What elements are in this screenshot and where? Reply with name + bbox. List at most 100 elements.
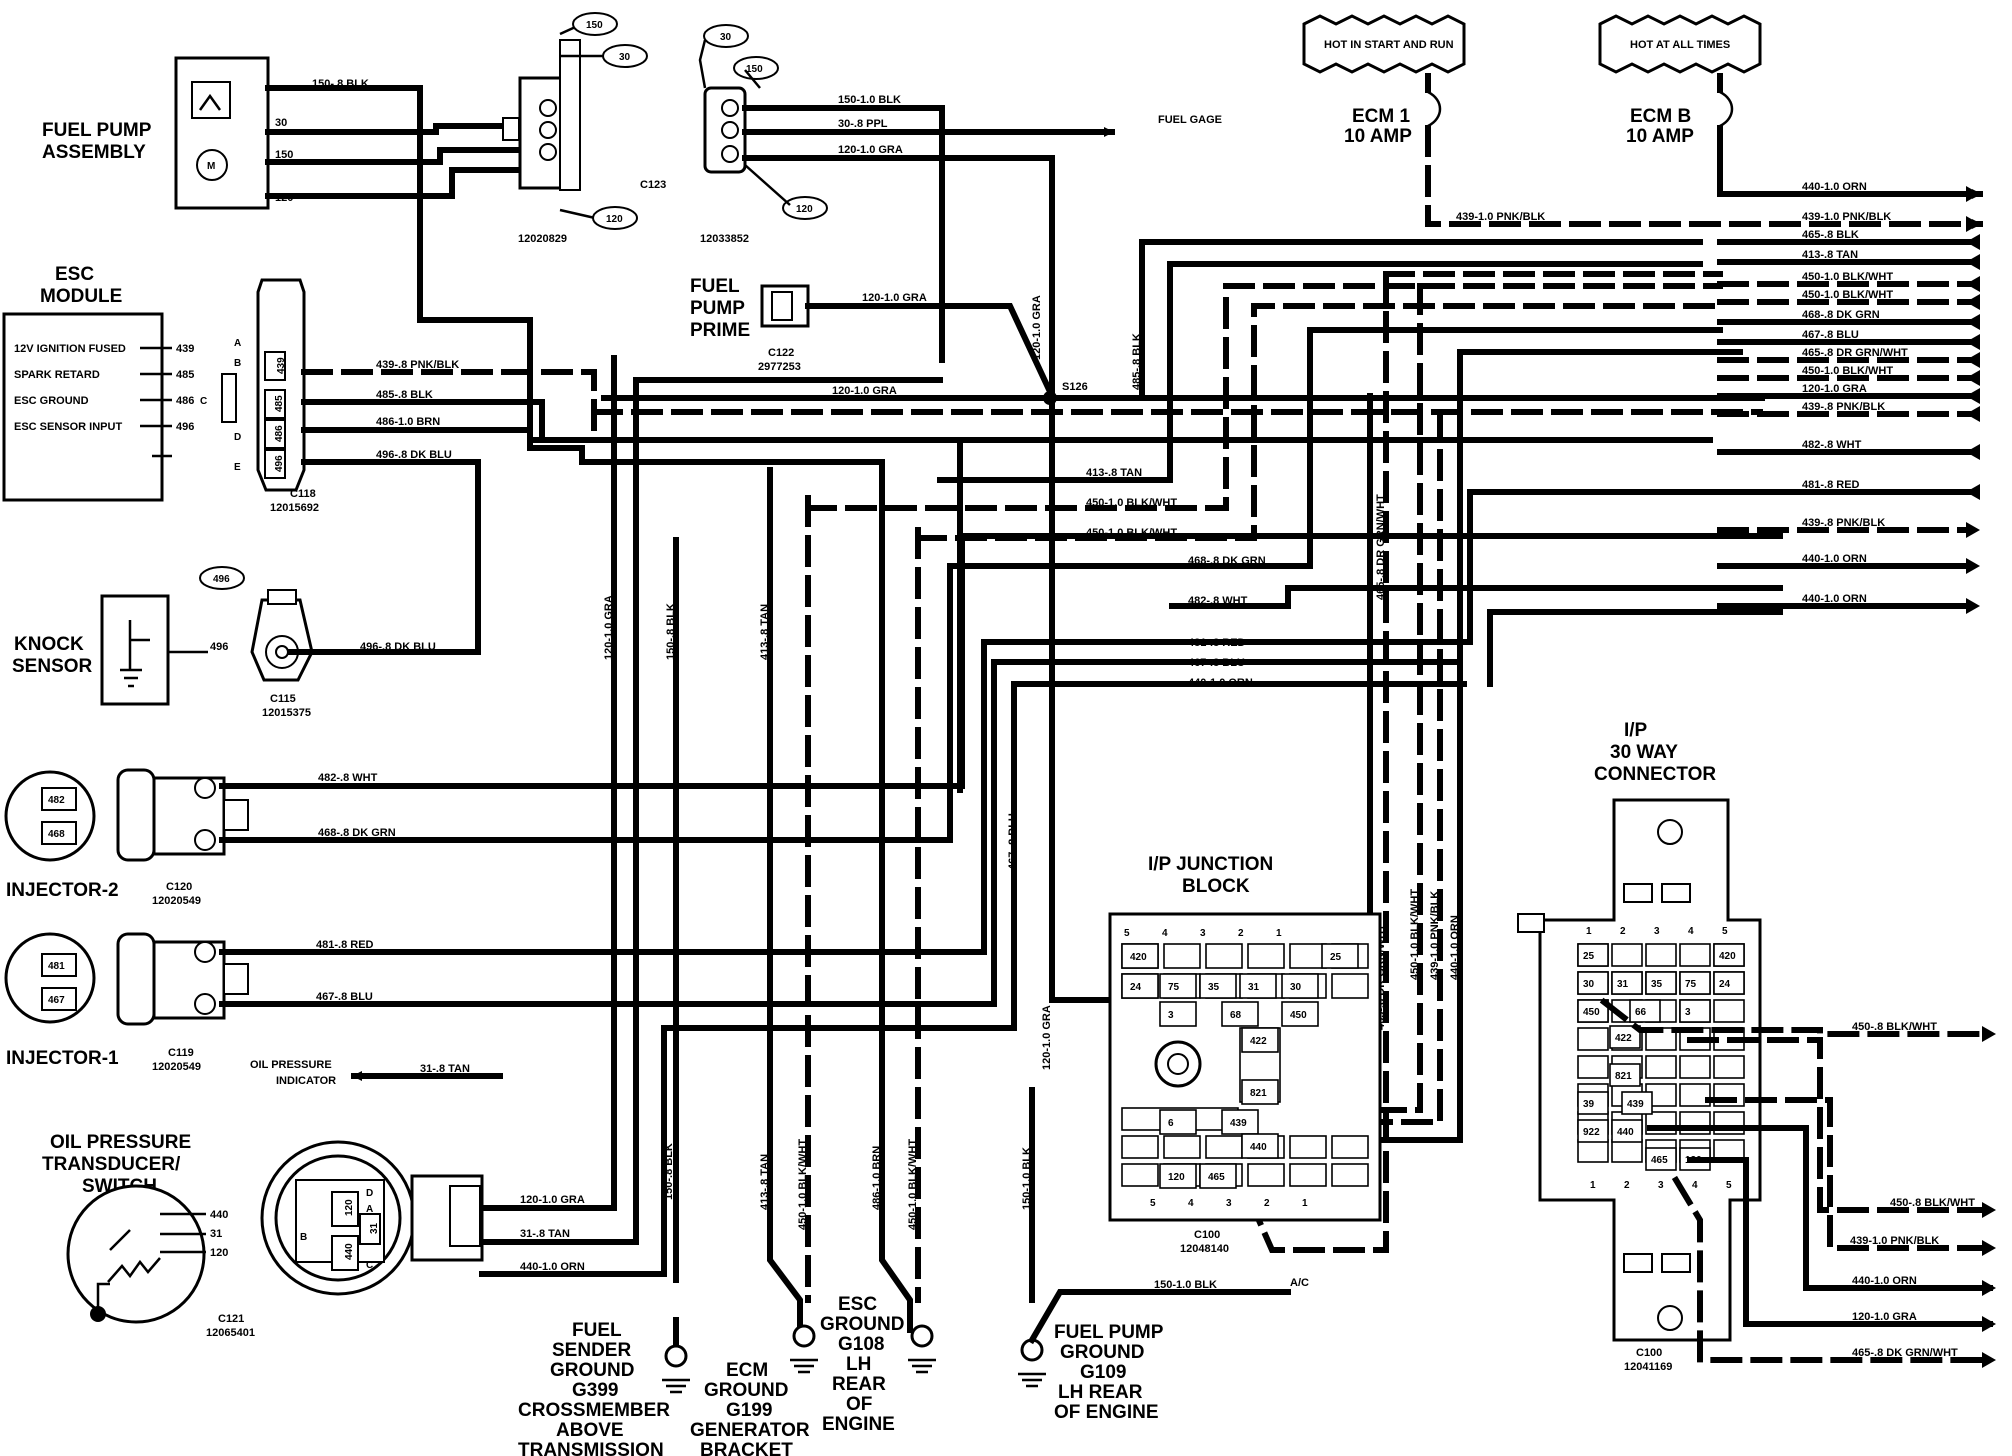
wire-439-r <box>1705 1097 1993 1251</box>
w30-cell-label-35: 35 <box>1651 979 1663 990</box>
w30-top-num-2: 2 <box>1620 926 1626 937</box>
w120-main-label: 120-1.0 GRA <box>832 385 897 397</box>
jb-cell-31 <box>1239 973 1277 999</box>
jb-cell-450 <box>1281 1001 1319 1027</box>
right-arrow-in-3 <box>1966 254 1980 270</box>
wire-465-grn <box>1246 271 1389 1253</box>
w30-cell-label-450: 450 <box>1583 1007 1600 1018</box>
fuel-pump-prime-label-1: FUEL <box>690 276 740 297</box>
g108-label-6: OF <box>846 1394 872 1415</box>
oil-pin-440: 440 <box>210 1209 228 1221</box>
g108-label-4: LH <box>846 1354 871 1375</box>
jb-cell-label-24: 24 <box>1130 982 1142 993</box>
g199-label-5: BRACKET <box>700 1440 793 1456</box>
jb-cell-821 <box>1241 1079 1279 1105</box>
g109-label-4: LH REAR <box>1058 1382 1143 1403</box>
jb-cell-465 <box>1199 1163 1237 1189</box>
injector-2: 482 468 INJECTOR-2 C120 12020549 <box>4 768 249 907</box>
injector1-pin-481: 481 <box>48 961 65 972</box>
w30-cell-465 <box>1645 1147 1677 1171</box>
w30-bottom-num-3: 3 <box>1658 1180 1664 1191</box>
wire-450-r2 <box>1687 1037 1993 1213</box>
g399-label-1: FUEL <box>572 1320 622 1341</box>
esc-pin-4-label: ESC SENSOR INPUT <box>14 421 122 433</box>
hot-all-times-tag: HOT AT ALL TIMES <box>1598 14 1762 74</box>
oil-440-label: 440-1.0 ORN <box>520 1261 585 1273</box>
v-450-low2-label: 450-1.0 BLK/WHT <box>907 1139 919 1230</box>
w30-cell-66 <box>1629 999 1661 1023</box>
fuel-pump-prime-label-2: PUMP <box>690 298 745 319</box>
wire-150-10-blk-ac <box>1027 1289 1291 1345</box>
knock-wire-label: 496-.8 DK BLU <box>360 641 436 653</box>
v-439-jb-label: 439-1.0 PNK/BLK <box>1429 891 1441 980</box>
gnd-150-label: 150-1.0 BLK <box>1154 1279 1217 1291</box>
wire-120 <box>265 167 523 199</box>
w30-cell-label-821: 821 <box>1615 1071 1632 1082</box>
g199-label-2: GROUND <box>704 1380 788 1401</box>
wire-450-jb-up <box>1339 393 1373 1005</box>
c118-letter-e: E <box>234 462 241 473</box>
g108-label-1: ESC <box>838 1294 877 1315</box>
wire-413-tan <box>937 261 1703 483</box>
jb-cell-label-3: 3 <box>1168 1010 1174 1021</box>
right-arrow-out-0 <box>1966 186 1980 202</box>
hot-start-run-tag: HOT IN START AND RUN <box>1302 14 1466 74</box>
w30-8-ppl-label: 30-.8 PPL <box>838 118 888 130</box>
c118-connector: 439 485 486 496 A B C D E C118 12015692 <box>200 278 319 514</box>
oil-pressure-label-1: OIL PRESSURE <box>50 1132 191 1153</box>
right-arrow-in-7 <box>1966 334 1980 350</box>
w30-top-num-1: 1 <box>1586 926 1592 937</box>
c118-pin-485: 485 <box>274 395 285 412</box>
w30-top-num-5: 5 <box>1722 926 1728 937</box>
c123-tag-120: 120 <box>606 214 623 225</box>
wire-440-r <box>1647 1125 1993 1291</box>
g108-label-2: GROUND <box>820 1314 904 1335</box>
jb-cell-label-450: 450 <box>1290 1010 1307 1021</box>
esc-pin-2-label: SPARK RETARD <box>14 369 100 381</box>
injector-2-coil <box>4 770 96 862</box>
c121-label: C121 <box>218 1313 244 1325</box>
ecmb-fuse-icon <box>1719 90 1734 128</box>
inj-467-label: 467-.8 BLU <box>316 991 373 1003</box>
c100a-part-number: 12048140 <box>1180 1243 1229 1255</box>
w120-10-gra-label: 120-1.0 GRA <box>838 144 903 156</box>
w30-cell-35 <box>1645 971 1677 995</box>
c123-mate-part-number: 12033852 <box>700 233 749 245</box>
right-label-7: 467-.8 BLU <box>1802 329 1859 341</box>
w30-cell-450 <box>1577 999 1609 1023</box>
jb-bottom-num-2: 2 <box>1264 1198 1270 1209</box>
ac-label: A/C <box>1290 1277 1309 1289</box>
right-label-11: 439-.8 PNK/BLK <box>1802 401 1885 413</box>
w30-cell-label-75: 75 <box>1685 979 1697 990</box>
esc-pin-1-label: 12V IGNITION FUSED <box>14 343 126 355</box>
c115-tag: 496 <box>213 574 230 585</box>
g109-label-2: GROUND <box>1060 1342 1144 1363</box>
w30-cell-39 <box>1577 1091 1609 1115</box>
c121-letter-a: A <box>366 1204 373 1215</box>
ground-g109-icon <box>1018 1372 1046 1388</box>
wire-468-grn <box>947 327 1723 569</box>
lower-arrow-1 <box>1982 1202 1996 1218</box>
g109-label-3: G109 <box>1080 1362 1126 1383</box>
right-arrow-in-10 <box>1966 388 1980 404</box>
wire-prime-120 <box>805 303 1056 400</box>
fuel-pump-assembly-label-1: FUEL PUMP <box>42 120 152 141</box>
s126-label: S126 <box>1062 381 1088 393</box>
jb-cell-420 <box>1121 943 1159 969</box>
wire-150-10-blk <box>742 105 945 363</box>
jb-bottom-num-3: 3 <box>1226 1198 1232 1209</box>
v-450-low-label: 450-1.0 BLK/WHT <box>797 1139 809 1230</box>
w30-cell-439 <box>1621 1091 1653 1115</box>
right-lower-label-4: 120-1.0 GRA <box>1852 1311 1917 1323</box>
right-lower-label-5: 465-.8 DK GRN/WHT <box>1852 1347 1958 1359</box>
lower-arrow-3 <box>1982 1280 1996 1296</box>
v-120-gra-low-label: 120-1.0 GRA <box>1041 1005 1053 1070</box>
ecm1-fuse-icon <box>1427 90 1442 128</box>
wire-oil-31 <box>479 377 943 1245</box>
jb-cell-label-75: 75 <box>1168 982 1180 993</box>
ip30-label-2: 30 WAY <box>1610 742 1678 763</box>
